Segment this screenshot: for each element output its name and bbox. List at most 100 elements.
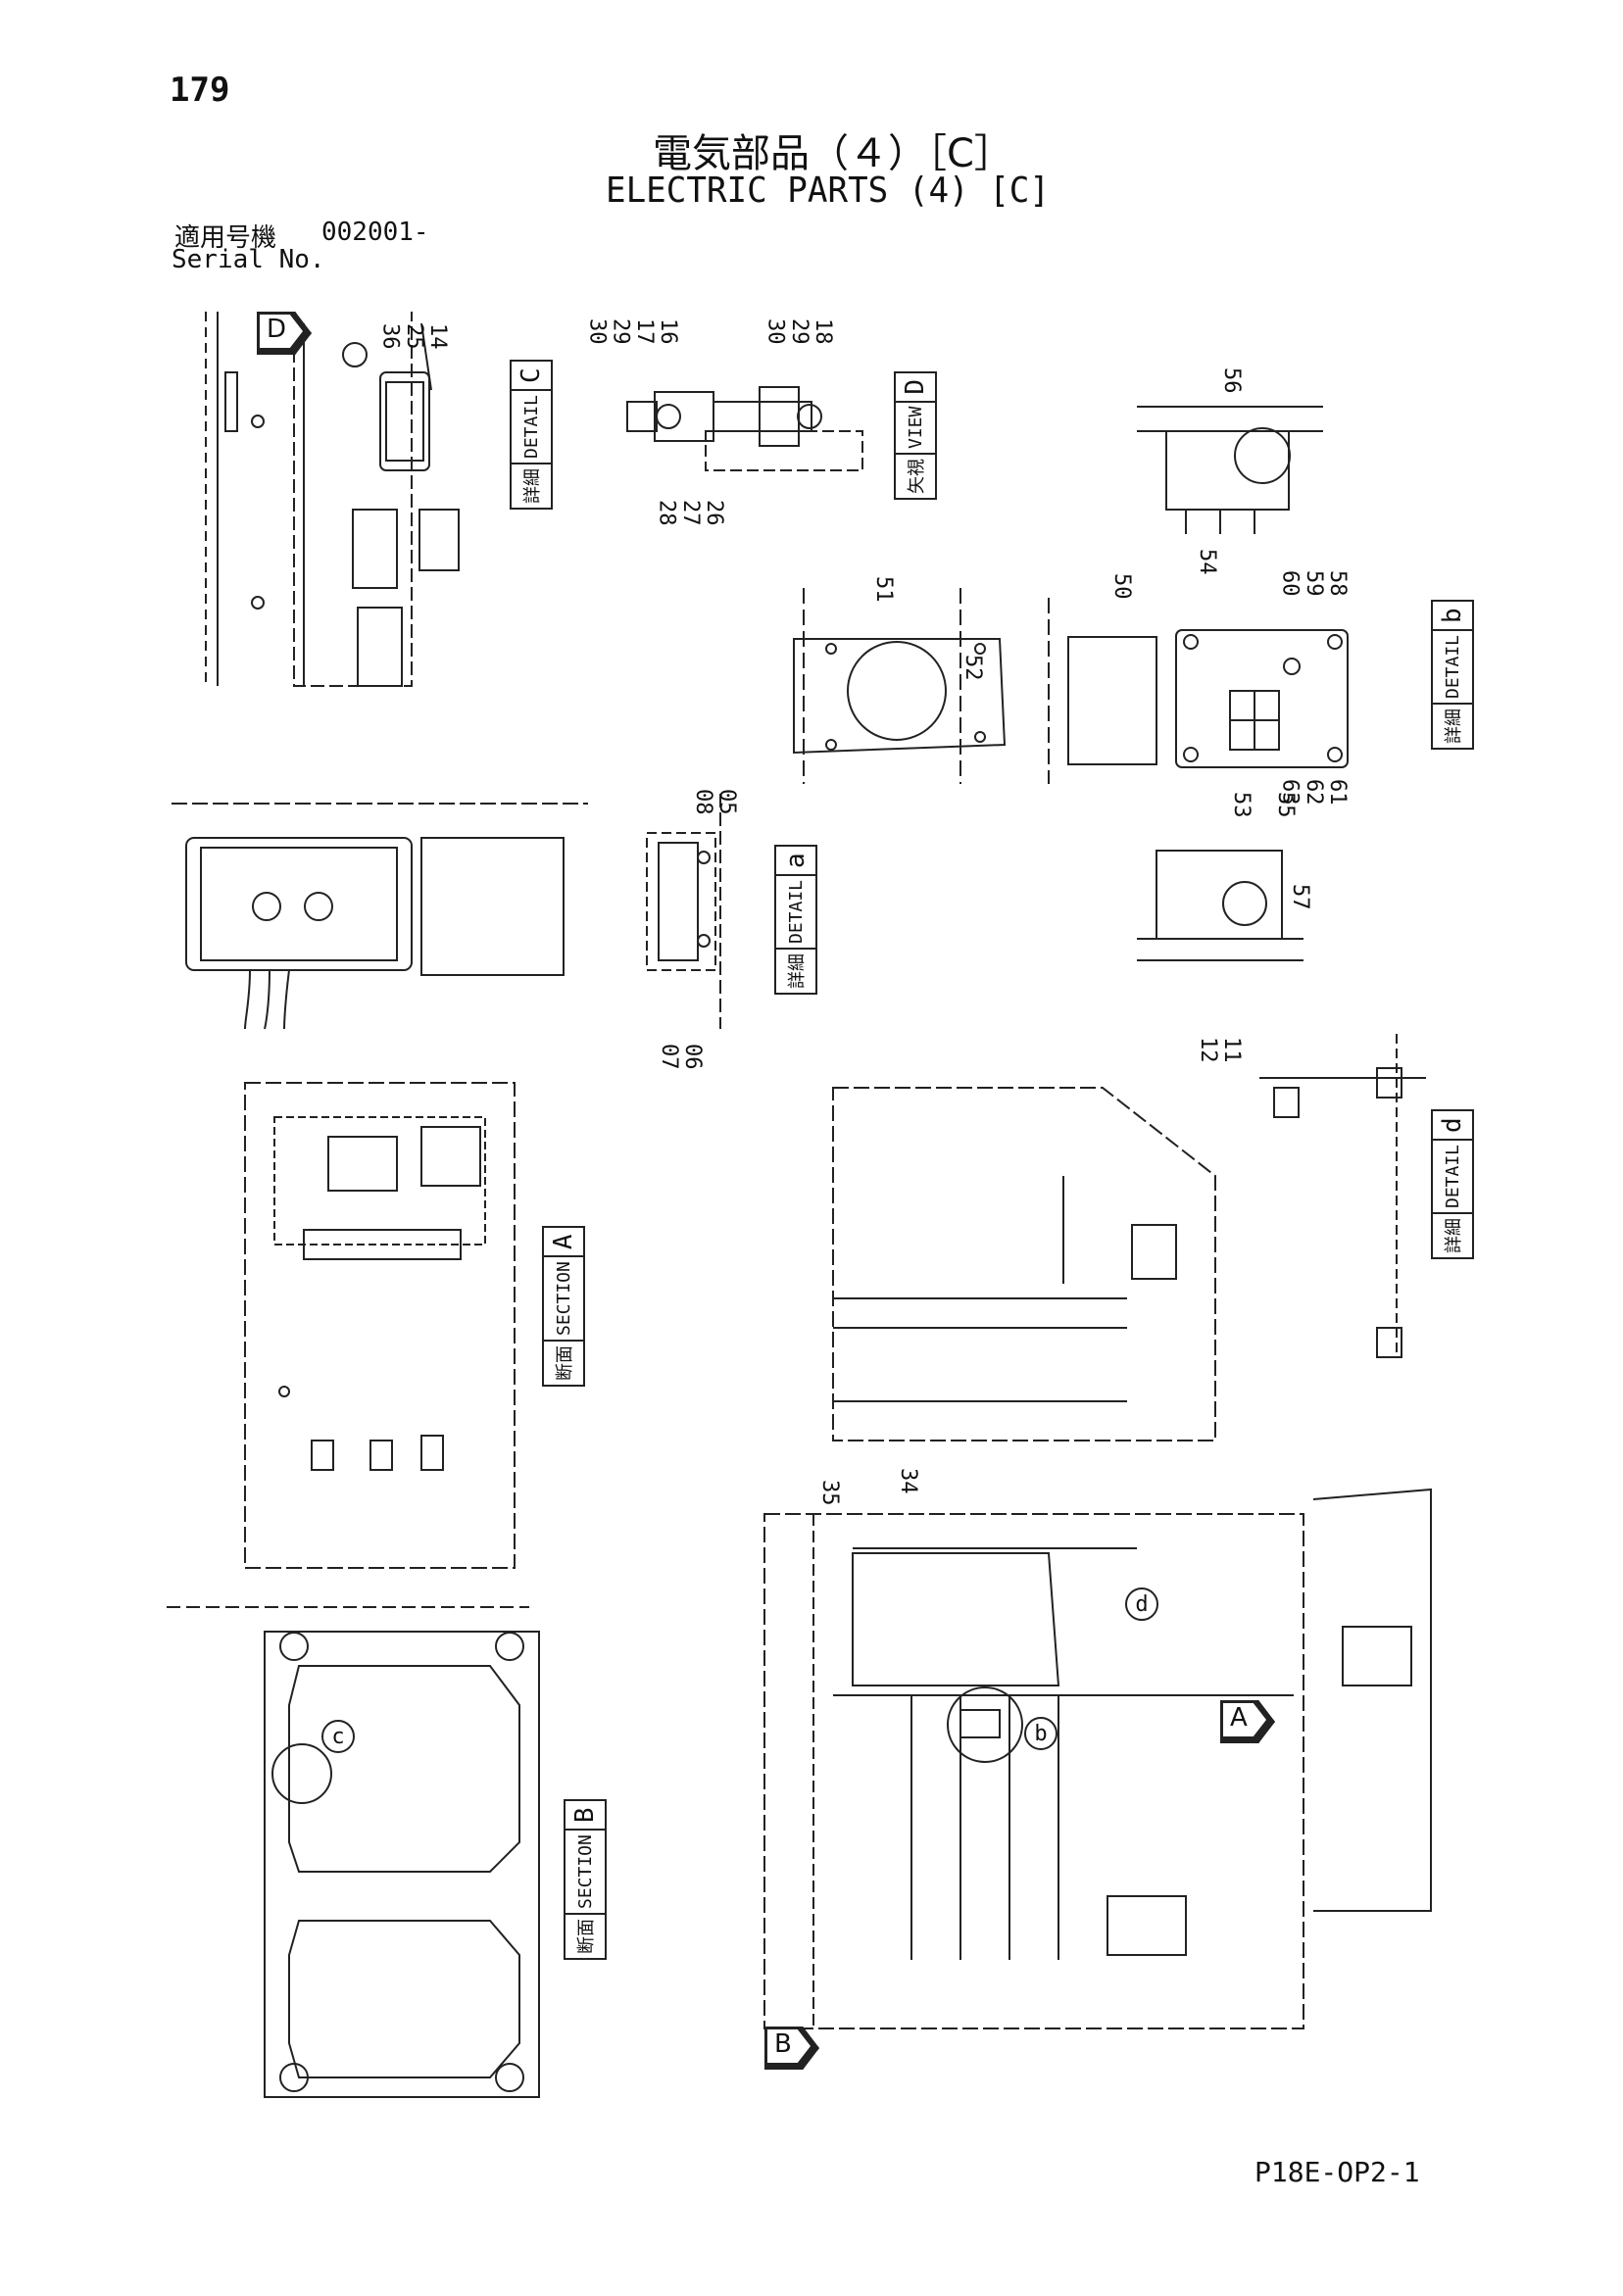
arrow-d-letter: D <box>267 315 287 344</box>
detail-d-letter: d <box>1433 1111 1472 1141</box>
footer-code: P18E-OP2-1 <box>1254 2156 1420 2188</box>
callout-number: 30 <box>763 318 788 345</box>
view-d-tag: 矢視 VIEW D <box>894 370 937 500</box>
callout-number: 59 <box>1302 570 1326 597</box>
box-57-drawing <box>1137 850 1303 961</box>
detail-d-tag: 詳細 DETAIL d <box>1431 1109 1474 1259</box>
section-b-drawing <box>167 1606 540 2098</box>
callout-05-08: 0508 <box>691 789 739 815</box>
callout-06-07: 0607 <box>657 1044 705 1070</box>
callout-number: 63 <box>1278 779 1303 806</box>
view-d-jp: 矢視 <box>896 453 935 498</box>
callout-26-27-28: 262728 <box>655 500 726 526</box>
callout-34: 34 <box>896 1468 920 1494</box>
page-number: 179 <box>170 71 230 110</box>
callout-54: 54 <box>1195 549 1219 575</box>
detail-a-drawing <box>646 794 721 1029</box>
callout-number: 06 <box>680 1044 705 1070</box>
callout-52: 52 <box>960 655 985 681</box>
callout-50: 50 <box>1109 573 1134 600</box>
callout-16-17-29-30: 16172930 <box>584 318 680 345</box>
callout-35: 35 <box>817 1480 842 1506</box>
view-d-drawing <box>626 386 863 471</box>
callout-number: 18 <box>811 318 835 345</box>
callout-57: 57 <box>1288 884 1312 910</box>
detail-marker-b: b <box>1024 1717 1057 1750</box>
detail-a-tag: 詳細 DETAIL a <box>774 845 817 995</box>
callout-11-12: 1112 <box>1196 1037 1244 1063</box>
callout-number: 17 <box>632 318 657 345</box>
callout-number: 05 <box>714 789 739 815</box>
detail-b-en: DETAIL <box>1442 634 1463 699</box>
controller-drawing <box>172 803 588 1030</box>
callout-number: 30 <box>584 318 609 345</box>
callout-number: 29 <box>609 318 633 345</box>
callout-number: 60 <box>1278 570 1303 597</box>
detail-c-letter: C <box>512 362 551 391</box>
detail-marker-d: d <box>1125 1588 1158 1621</box>
callout-number: 29 <box>787 318 812 345</box>
view-arrow-b: B <box>764 2027 819 2070</box>
detail-d-drawing <box>1259 1034 1426 1358</box>
callout-56: 56 <box>1219 367 1244 394</box>
detail-b-drawing <box>1175 629 1349 768</box>
main-assembly-drawing <box>763 1488 1432 2029</box>
callout-number: 36 <box>378 323 403 350</box>
callout-53: 53 <box>1229 792 1254 818</box>
frame-drawing <box>832 1087 1216 1441</box>
section-a-drawing <box>244 1082 516 1569</box>
detail-d-en: DETAIL <box>1442 1144 1463 1208</box>
callout-number: 07 <box>657 1044 681 1070</box>
serial-label-english: Serial No. <box>172 245 325 274</box>
box-56-drawing <box>1137 406 1323 534</box>
view-arrow-a: A <box>1220 1700 1275 1743</box>
arrow-b-letter: B <box>774 2029 792 2059</box>
section-a-tag: 断面 SECTION A <box>542 1226 585 1387</box>
callout-61-62-63: 616263 <box>1278 779 1350 806</box>
detail-a-jp: 詳細 <box>776 948 815 993</box>
callout-14-25-36: 142536 <box>378 323 450 350</box>
detail-b-letter: b <box>1433 602 1472 631</box>
detail-b-jp: 詳細 <box>1433 703 1472 748</box>
callout-labels: 142536 16172930 182930 262728 56 51 52 5… <box>378 318 1350 1506</box>
section-a-letter: A <box>544 1228 583 1258</box>
callout-number: 08 <box>691 789 715 815</box>
section-a-en: SECTION <box>553 1261 574 1336</box>
title-english: ELECTRIC PARTS (4) [C] <box>606 171 1050 211</box>
callout-number: 61 <box>1325 779 1350 806</box>
detail-d-jp: 詳細 <box>1433 1212 1472 1257</box>
callout-number: 12 <box>1196 1037 1220 1063</box>
serial-number: 002001- <box>321 218 429 247</box>
plate-51-52-drawing <box>793 588 1007 784</box>
callout-number: 28 <box>655 500 679 526</box>
section-b-en: SECTION <box>574 1834 596 1909</box>
view-d-letter: D <box>896 372 935 403</box>
callout-58-59-60: 585960 <box>1278 570 1350 597</box>
callout-18-29-30: 182930 <box>763 318 835 345</box>
callout-number: 14 <box>425 323 450 350</box>
callout-number: 25 <box>402 323 426 350</box>
detail-a-en: DETAIL <box>785 879 807 944</box>
arrow-a-letter: A <box>1230 1703 1248 1733</box>
callout-14-25-36 <box>420 322 432 391</box>
title-japanese: 電気部品（４）［C］ <box>653 131 1013 176</box>
callout-number: 62 <box>1302 779 1326 806</box>
section-b-jp: 断面 <box>566 1913 605 1958</box>
callout-number: 11 <box>1219 1037 1244 1063</box>
detail-c-jp: 詳細 <box>512 463 551 508</box>
view-arrow-d: D <box>257 312 312 355</box>
detail-b-tag: 詳細 DETAIL b <box>1431 600 1474 750</box>
box-50-drawing <box>1048 598 1157 784</box>
callout-55: 55 <box>1273 792 1298 818</box>
callout-number: 58 <box>1325 570 1350 597</box>
detail-marker-c: c <box>321 1720 355 1753</box>
section-b-letter: B <box>566 1801 605 1832</box>
detail-c-drawing <box>205 312 460 687</box>
view-d-en: VIEW <box>905 406 926 449</box>
detail-a-letter: a <box>776 847 815 876</box>
section-a-jp: 断面 <box>544 1340 583 1385</box>
section-b-tag: 断面 SECTION B <box>564 1799 607 1960</box>
callout-51: 51 <box>871 576 896 603</box>
callout-number: 26 <box>702 500 726 526</box>
